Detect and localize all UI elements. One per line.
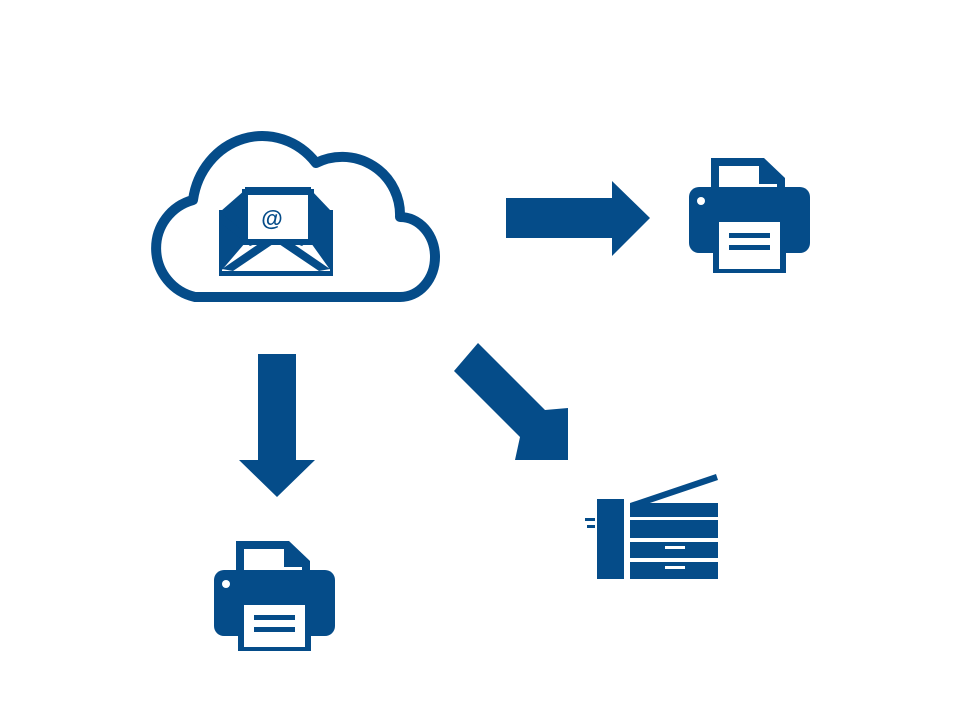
multifunction-copier-icon: [585, 474, 718, 579]
email-at-symbol: @: [261, 206, 282, 231]
cloud-icon: [151, 131, 440, 302]
open-envelope-icon: @: [219, 187, 333, 276]
arrow-diagonal-icon: [454, 343, 568, 460]
arrow-down-icon: [239, 354, 315, 497]
printer-icon: [689, 158, 810, 273]
arrow-right-icon: [506, 181, 650, 256]
printer-icon: [214, 541, 335, 651]
